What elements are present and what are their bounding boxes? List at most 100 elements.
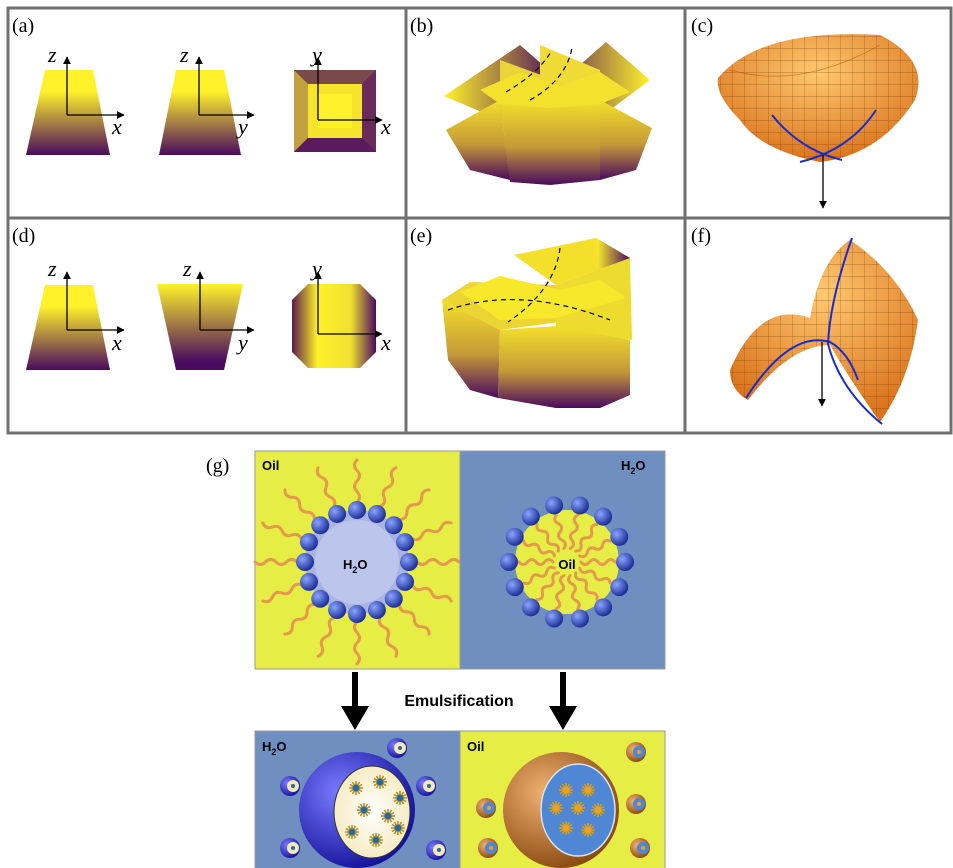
down-arrow-right [549, 672, 577, 730]
axis-label: z [182, 256, 192, 281]
axis-label: x [111, 114, 122, 139]
surfactant-tail [353, 620, 361, 666]
panel-e-label: (e) [410, 225, 432, 247]
surfactant-head [545, 496, 564, 515]
small-droplets [280, 738, 446, 860]
panel-a: (a) z x z y y x [12, 15, 391, 155]
surfactant-tail [567, 574, 581, 611]
surfactant-tail [568, 513, 580, 550]
surfactant-tail [315, 466, 337, 509]
surfactant-tail [410, 520, 453, 542]
core-label-oil: Oil [558, 557, 575, 572]
surfactant-tail [574, 522, 599, 553]
axis-label: y [310, 42, 322, 67]
trapezoid-yz [159, 70, 241, 155]
panel-a-label: (a) [12, 15, 34, 37]
dashed-curve [505, 49, 553, 93]
phase-label-oil-bottom: Oil [467, 739, 484, 754]
surfactant-head [328, 601, 347, 620]
dashed-curve [529, 47, 573, 101]
surfactant-head [610, 578, 629, 597]
dashed-curve [447, 298, 611, 321]
surfactant-head [396, 572, 415, 591]
axis-label: z [179, 42, 189, 67]
panel-grid [6, 6, 953, 435]
axis-label: z [47, 42, 57, 67]
panel-d: (d) z x z y y x [12, 225, 391, 370]
emulsification-label: Emulsification [404, 693, 513, 710]
surfactant-tail [554, 574, 566, 611]
surfactant-tail [253, 558, 299, 566]
panel-d-label: (d) [12, 225, 35, 247]
surfactant-head [299, 533, 318, 552]
surfactant-head [594, 507, 613, 526]
principal-curve [771, 114, 843, 161]
large-brown-droplet [503, 752, 619, 868]
surfactant-head [521, 598, 540, 617]
surfactant-tail [378, 466, 398, 509]
octagon-xy [292, 284, 376, 368]
phase-label-oil: Oil [262, 458, 279, 473]
surfactant-head [500, 553, 518, 571]
surfactant-tail [353, 458, 361, 504]
surfactant-tail [578, 538, 612, 559]
surfactant-head [299, 572, 318, 591]
panel-b: (b) [410, 15, 652, 185]
surfactant-head [328, 504, 347, 523]
surfactant-head [296, 553, 314, 571]
down-arrow-left [341, 672, 369, 730]
large-blue-droplet [299, 752, 415, 868]
surfactant-tail [579, 558, 617, 566]
panel-g-label: (g) [206, 455, 229, 477]
principal-curve [826, 237, 883, 425]
surfactant-head [505, 578, 524, 597]
trapezoid-xz [26, 285, 110, 370]
surfactant-head [610, 527, 629, 546]
trapezoid-xz [26, 70, 110, 155]
surfactant-tail [522, 539, 556, 558]
surfactant-head [348, 605, 366, 623]
micelle [500, 496, 634, 628]
surfactant-tail [578, 566, 612, 585]
surfactant-tail [261, 521, 304, 541]
core-label-water: H2O [343, 557, 368, 575]
surfactant-tail [283, 602, 317, 636]
surfactant-head [348, 501, 366, 519]
panel-f: (f) [691, 225, 918, 425]
phase-label-water-bottom: H2O [262, 739, 287, 757]
surfactant-tail [410, 583, 453, 603]
surfactant-head [521, 507, 540, 526]
square-xy [294, 70, 376, 152]
surfactant-head [396, 533, 415, 552]
surfactant-head [570, 496, 589, 515]
axis-label: y [236, 330, 248, 355]
surfactant-tail [517, 558, 555, 566]
surfactant-tail [535, 571, 560, 602]
surfactant-head [616, 553, 634, 571]
panel-f-label: (f) [691, 225, 711, 247]
surfactant-head [384, 589, 403, 608]
axis-label: x [111, 330, 122, 355]
axis-label: y [236, 114, 248, 139]
surfactant-tail [261, 582, 304, 604]
panel-b-label: (b) [410, 15, 433, 37]
block-assembly-convex [444, 42, 652, 185]
surfactant-head [594, 598, 613, 617]
saddle-surface [730, 240, 918, 422]
axis-label: x [380, 330, 391, 355]
small-droplets [476, 742, 650, 858]
dashed-curve [507, 247, 561, 323]
principal-curve [799, 109, 877, 163]
surfactant-head [384, 516, 403, 535]
surfactant-head [570, 609, 589, 628]
surfactant-tail [522, 565, 556, 586]
panel-c: (c) [691, 15, 919, 209]
surfactant-tail [574, 571, 599, 602]
surfactant-head [367, 504, 386, 523]
surfactant-tail [397, 602, 431, 636]
surfactant-head [505, 527, 524, 546]
block-assembly-saddle [442, 238, 632, 408]
surfactant-tail [316, 615, 336, 658]
phase-label-water: H2O [621, 458, 646, 476]
